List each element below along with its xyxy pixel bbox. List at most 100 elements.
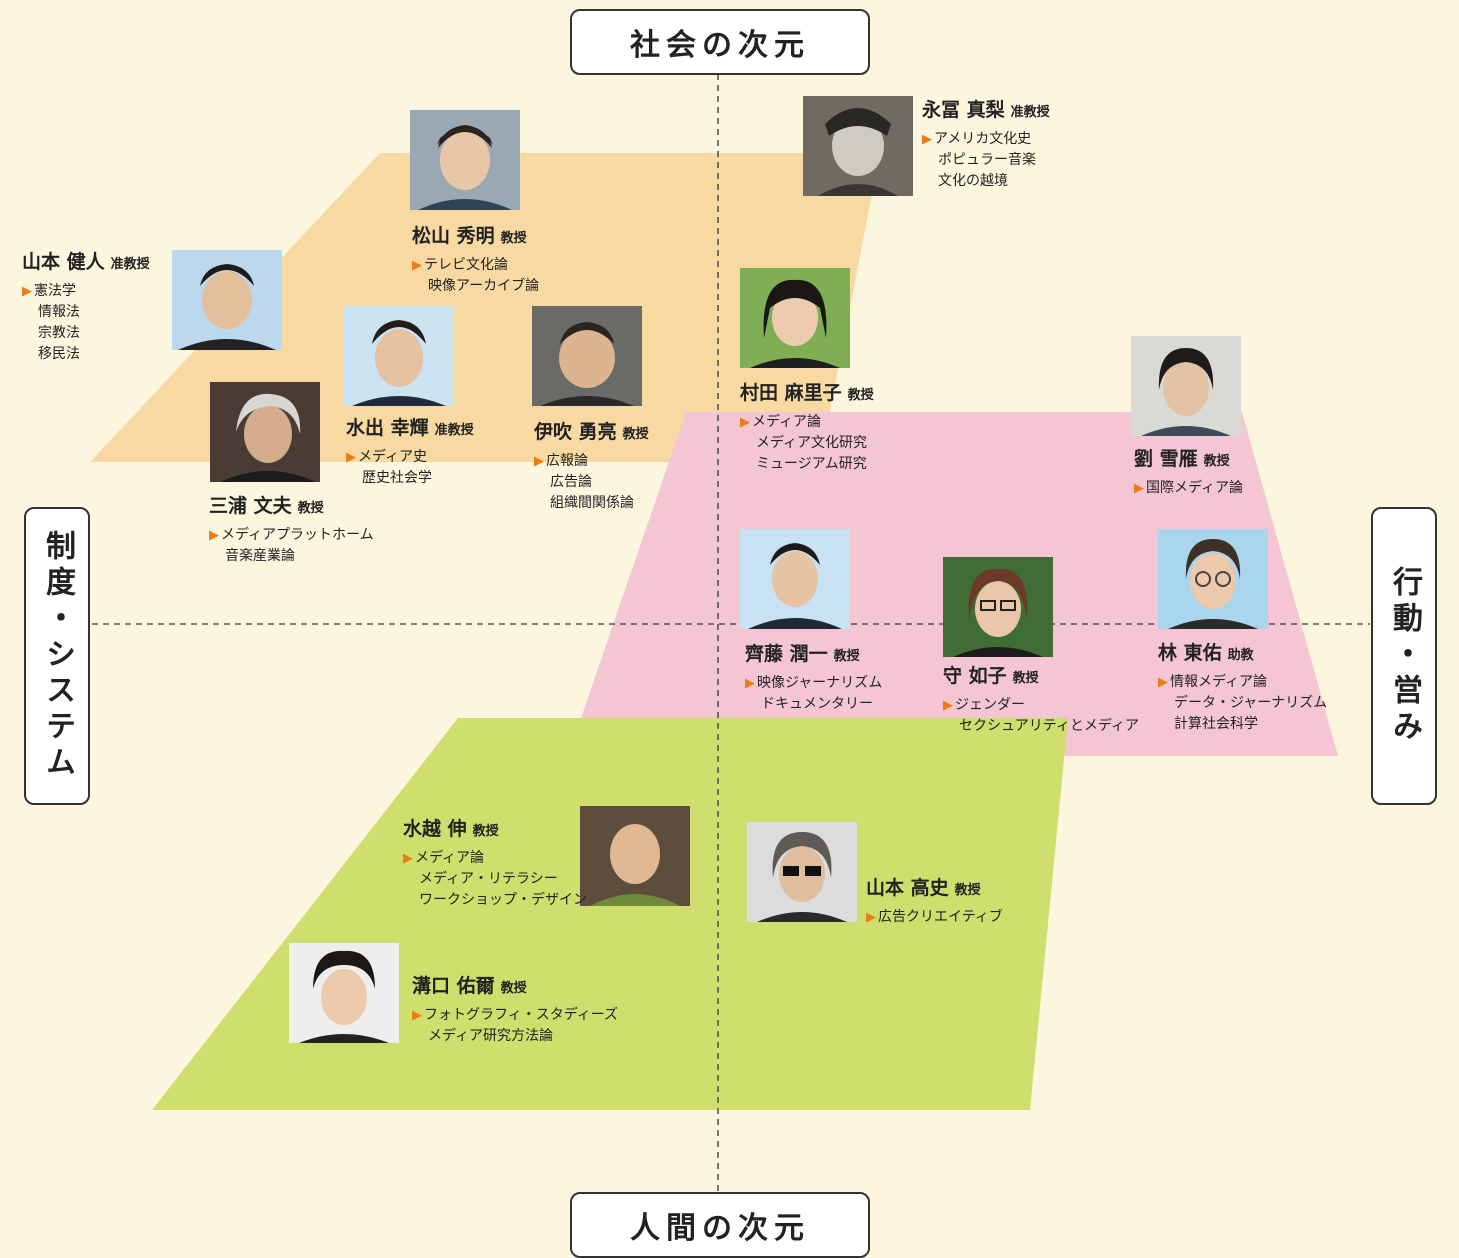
topic-item: ミュージアム研究: [740, 454, 874, 475]
person-mizuide: 水出 幸輝准教授 ▶メディア史歴史社会学: [346, 416, 474, 489]
topic-label: メディア論: [415, 850, 485, 866]
topic-item: ワークショップ・デザイン: [403, 890, 587, 911]
photo-mizuide: [344, 306, 454, 406]
person-name: 劉 雪雁: [1134, 448, 1198, 470]
topic-label: セクシュアリティとメディア: [959, 718, 1139, 734]
topic-label: 国際メディア論: [1146, 480, 1244, 496]
topic-item: 計算社会科学: [1158, 714, 1327, 735]
person-ibuki: 伊吹 勇亮教授 ▶広報論広告論組織間関係論: [534, 420, 649, 514]
topic-label: ミュージアム研究: [756, 456, 867, 472]
photo-yamamoto-k: [172, 250, 282, 350]
triangle-right-icon: ▶: [1134, 481, 1144, 496]
triangle-right-icon: ▶: [412, 258, 422, 273]
topic-label: 映像ジャーナリズム: [757, 675, 883, 691]
topic-item: ▶メディア論: [403, 848, 587, 869]
person-murata: 村田 麻里子教授 ▶メディア論メディア文化研究ミュージアム研究: [740, 381, 874, 475]
topic-label: ポピュラー音楽: [938, 152, 1036, 168]
photo-nagatomi: [803, 96, 913, 196]
triangle-right-icon: ▶: [866, 910, 876, 925]
photo-mizukoshi: [580, 806, 690, 906]
topic-label: ドキュメンタリー: [761, 696, 873, 712]
person-name: 守 如子: [943, 665, 1007, 687]
triangle-right-icon: ▶: [740, 415, 750, 430]
topic-item: 広告論: [534, 472, 649, 493]
topic-item: ▶広報論: [534, 451, 649, 472]
person-title: 教授: [500, 231, 527, 246]
photo-mori: [943, 557, 1053, 657]
topic-label: メディア文化研究: [756, 435, 868, 451]
topic-list: ▶ジェンダーセクシュアリティとメディア: [943, 695, 1139, 737]
person-saito: 齊藤 潤一教授 ▶映像ジャーナリズムドキュメンタリー: [745, 642, 882, 715]
person-name: 伊吹 勇亮: [534, 421, 617, 443]
axis-label-left: 制度・システム: [24, 507, 90, 805]
topic-label: 組織間関係論: [550, 495, 634, 511]
triangle-right-icon: ▶: [534, 454, 544, 469]
person-title: 准教授: [110, 257, 150, 272]
topic-label: 移民法: [38, 346, 80, 362]
photo-mizoguchi: [289, 943, 399, 1043]
triangle-right-icon: ▶: [1158, 675, 1168, 690]
topic-item: セクシュアリティとメディア: [943, 716, 1139, 737]
person-name: 齊藤 潤一: [745, 643, 828, 665]
topic-list: ▶情報メディア論データ・ジャーナリズム計算社会科学: [1158, 672, 1327, 735]
topic-list: ▶広告クリエイティブ: [866, 907, 1003, 928]
person-matsuyama: 松山 秀明教授 ▶テレビ文化論映像アーカイブ論: [412, 224, 539, 297]
topic-item: 文化の越境: [922, 171, 1050, 192]
topic-list: ▶憲法学情報法宗教法移民法: [22, 281, 150, 365]
person-name: 溝口 佑爾: [412, 975, 495, 997]
person-miura: 三浦 文夫教授 ▶メディアプラットホーム音楽産業論: [209, 494, 374, 567]
triangle-right-icon: ▶: [922, 132, 932, 147]
topic-item: ▶フォトグラフィ・スタディーズ: [412, 1005, 618, 1026]
person-title: 准教授: [1010, 105, 1050, 120]
topic-list: ▶メディアプラットホーム音楽産業論: [209, 525, 374, 567]
triangle-right-icon: ▶: [745, 676, 755, 691]
topic-list: ▶メディア論メディア文化研究ミュージアム研究: [740, 412, 874, 475]
person-mizoguchi: 溝口 佑爾教授 ▶フォトグラフィ・スタディーズメディア研究方法論: [412, 974, 618, 1047]
person-yamamoto-t: 山本 高史教授 ▶広告クリエイティブ: [866, 876, 1003, 928]
topic-label: メディア・リテラシー: [419, 871, 558, 887]
person-mori: 守 如子教授 ▶ジェンダーセクシュアリティとメディア: [943, 664, 1139, 737]
topic-label: 歴史社会学: [362, 470, 432, 486]
person-name: 水出 幸輝: [346, 417, 429, 439]
topic-label: データ・ジャーナリズム: [1174, 695, 1328, 711]
photo-hayashi: [1158, 529, 1268, 629]
topic-list: ▶映像ジャーナリズムドキュメンタリー: [745, 673, 882, 715]
topic-item: メディア文化研究: [740, 433, 874, 454]
photo-saito: [740, 529, 850, 629]
topic-label: メディアプラットホーム: [221, 527, 374, 543]
topic-list: ▶テレビ文化論映像アーカイブ論: [412, 255, 539, 297]
topic-label: フォトグラフィ・スタディーズ: [424, 1007, 619, 1023]
person-title: 教授: [954, 883, 981, 898]
photo-ibuki: [532, 306, 642, 406]
topic-item: ▶テレビ文化論: [412, 255, 539, 276]
person-nagatomi: 永冨 真梨准教授 ▶アメリカ文化史ポピュラー音楽文化の越境: [922, 98, 1050, 192]
topic-list: ▶広報論広告論組織間関係論: [534, 451, 649, 514]
person-title: 教授: [1012, 671, 1039, 686]
person-liu: 劉 雪雁教授 ▶国際メディア論: [1134, 447, 1243, 499]
person-hayashi: 林 東佑助教 ▶情報メディア論データ・ジャーナリズム計算社会科学: [1158, 641, 1327, 735]
person-title: 教授: [297, 501, 324, 516]
topic-item: ▶広告クリエイティブ: [866, 907, 1003, 928]
triangle-right-icon: ▶: [209, 528, 219, 543]
person-name: 村田 麻里子: [740, 382, 842, 404]
triangle-right-icon: ▶: [943, 698, 953, 713]
topic-item: 歴史社会学: [346, 468, 474, 489]
person-title: 教授: [500, 981, 527, 996]
topic-item: ▶アメリカ文化史: [922, 129, 1050, 150]
topic-label: 文化の越境: [938, 173, 1008, 189]
topic-label: 憲法学: [34, 283, 76, 299]
topic-item: メディア研究方法論: [412, 1026, 618, 1047]
axis-label-bottom: 人間の次元: [570, 1192, 870, 1258]
topic-item: ▶メディア論: [740, 412, 874, 433]
topic-label: 映像アーカイブ論: [428, 278, 540, 294]
person-title: 教授: [472, 824, 499, 839]
topic-list: ▶メディア史歴史社会学: [346, 447, 474, 489]
photo-liu: [1131, 336, 1241, 436]
topic-item: 音楽産業論: [209, 546, 374, 567]
topic-list: ▶メディア論メディア・リテラシーワークショップ・デザイン: [403, 848, 587, 911]
triangle-right-icon: ▶: [412, 1008, 422, 1023]
topic-item: ▶メディアプラットホーム: [209, 525, 374, 546]
topic-item: ポピュラー音楽: [922, 150, 1050, 171]
topic-item: ▶憲法学: [22, 281, 150, 302]
person-name: 永冨 真梨: [922, 99, 1005, 121]
